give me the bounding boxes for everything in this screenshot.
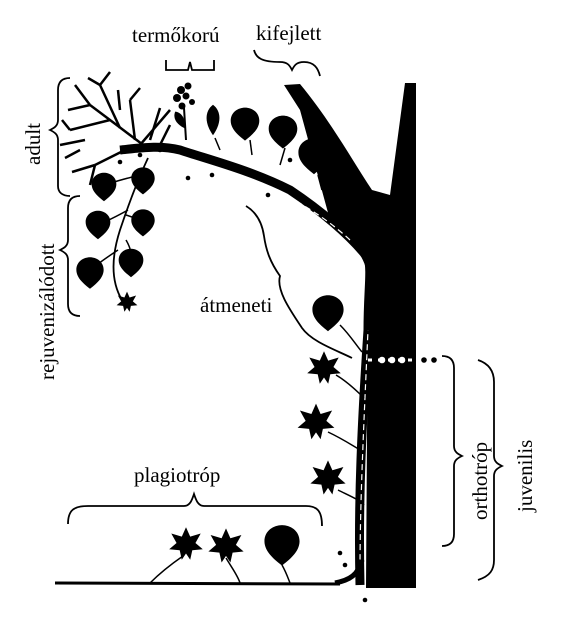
plagiotropic-leaves [169,525,300,566]
label-juvenilis: juvenilis [513,440,537,513]
bracket-plagiotrop [67,491,323,527]
bracket-juvenilis [477,359,505,581]
ivy-stem-main [119,142,375,586]
bracket-kifejlett [253,49,321,77]
bracket-termokoru [165,60,215,71]
tree-trunk [284,83,416,588]
adult-branches [59,71,172,186]
brackets [47,49,505,581]
root-dots [117,147,368,603]
plagiotropic-leaf-stalks [149,555,291,584]
ivy-stem-base [334,559,365,586]
rejuvenated-leaves [76,167,155,312]
label-atmeneti: átmeneti [200,293,272,317]
flower-cluster [173,82,195,110]
label-kifejlett: kifejlett [256,21,321,45]
label-orthotrop: orthotróp [468,442,492,520]
bracket-atmeneti [245,205,353,359]
label-termokoru: termőkorú [132,23,220,47]
bracket-orthotrop [441,355,465,547]
bracket-rejuvenizalodott [57,195,81,317]
ivy-stem-highlight [239,174,369,571]
label-plagiotrop: plagiotróp [134,463,220,487]
ground-line [54,581,341,586]
transitional-leaf-stalks [327,324,365,506]
label-adult: adult [21,123,45,165]
bracket-adult [47,77,71,197]
transitional-leaves [297,295,346,495]
label-rejuvenizalodott: rejuvenizálódott [35,243,59,380]
adult-leaf-stalks [214,137,323,191]
flower-stalk [183,107,187,141]
